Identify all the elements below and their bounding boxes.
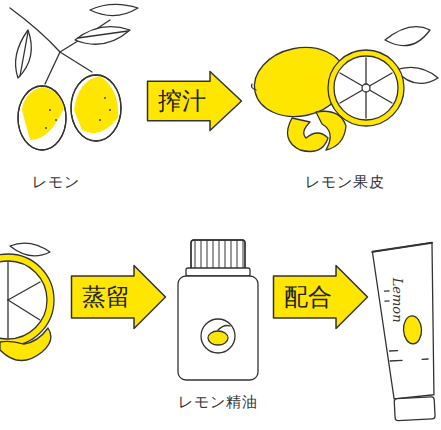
arrow-outline [274, 266, 368, 329]
item-caption: レモン [32, 174, 80, 191]
arrow-outline [148, 72, 242, 131]
step-label: 搾汁 [158, 89, 206, 113]
tube-print: Lemon [389, 278, 403, 323]
item-caption: レモン精油 [178, 394, 258, 411]
step-label: 蒸留 [82, 285, 130, 309]
arrow-outline [72, 266, 166, 329]
item-caption: レモン果皮 [305, 174, 385, 191]
step-label: 配合 [284, 285, 332, 309]
arrow-step: 搾汁 [146, 70, 243, 132]
arrow-step: 配合 [272, 264, 369, 330]
arrow-step: 蒸留 [70, 264, 167, 330]
